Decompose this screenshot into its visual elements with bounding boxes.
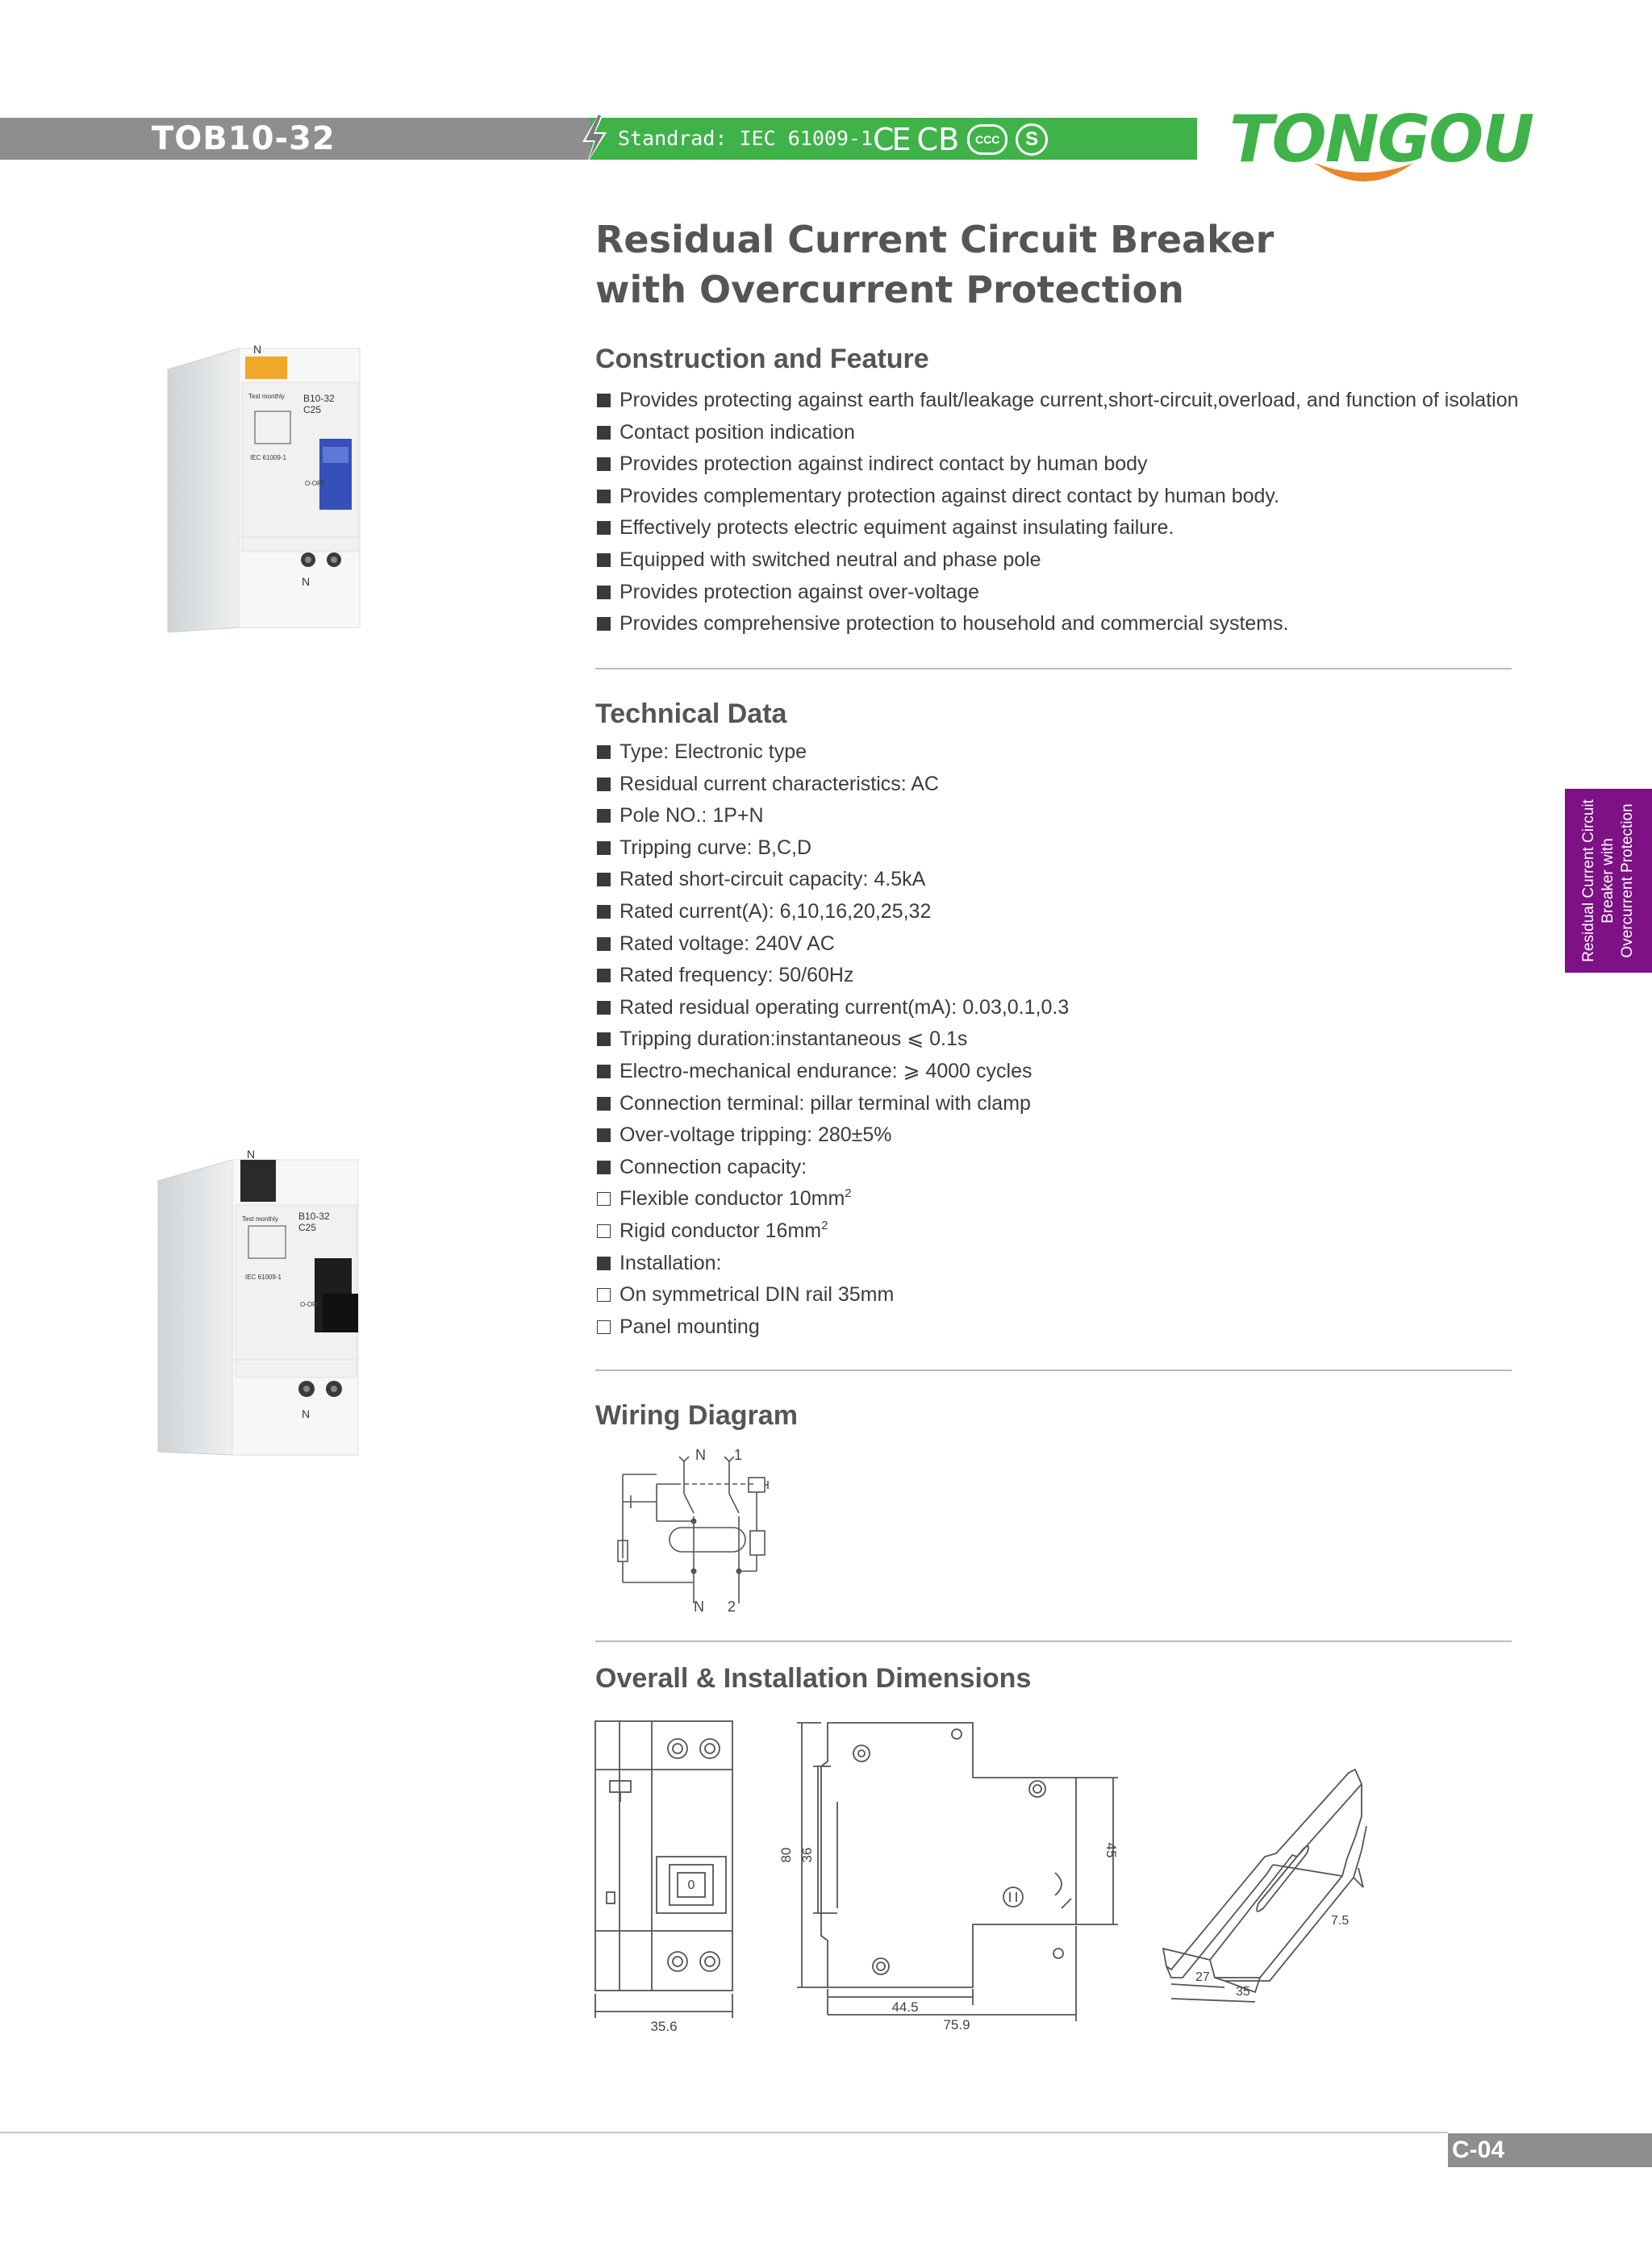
list-item: Type: Electronic type [597, 736, 1069, 769]
header-green-bar [590, 118, 1197, 160]
label-model: B10-32 [298, 1211, 330, 1222]
list-item: Tripping curve: B,C,D [597, 832, 1069, 865]
wire-label-n-bottom: N [694, 1599, 704, 1615]
construction-heading: Construction and Feature [595, 344, 929, 374]
list-item: Provides complementary protection agains… [597, 481, 1519, 513]
list-item: Connection terminal: pillar terminal wit… [597, 1088, 1069, 1120]
dim-45: 45 [1103, 1843, 1119, 1858]
list-item: Equipped with switched neutral and phase… [597, 544, 1519, 577]
list-item: Rated short-circuit capacity: 4.5kA [597, 864, 1069, 896]
list-item: Residual current characteristics: AC [597, 769, 1069, 801]
list-item: Electro-mechanical endurance: ⩾ 4000 cyc… [597, 1056, 1069, 1088]
page-tag [1448, 2133, 1652, 2167]
s-mark-icon: S [1016, 123, 1049, 156]
dim-36: 36 [799, 1848, 815, 1863]
dim-35: 35 [1236, 1985, 1250, 1999]
list-item: Connection capacity: [597, 1152, 1069, 1184]
list-item: Installation: [597, 1248, 1069, 1280]
side-view-drawing: 80 36 45 44.5 75.9 [778, 1722, 1119, 2032]
side-tab-text: Residual Current Circuit Breaker with Ov… [1580, 799, 1636, 962]
dimensions-heading: Overall & Installation Dimensions [595, 1663, 1032, 1694]
label-n-top: N [253, 343, 261, 356]
ce-mark-icon: CE [873, 122, 912, 157]
list-item: Pole NO.: 1P+N [597, 800, 1069, 832]
list-item: Over-voltage tripping: 280±5% [597, 1119, 1069, 1152]
list-item: Rated residual operating current(mA): 0.… [597, 992, 1069, 1024]
wire-label-n: N [695, 1447, 706, 1463]
list-item: Provides protection against over-voltage [597, 577, 1519, 609]
list-item: Rigid conductor 16mm2 [597, 1215, 1069, 1248]
label-model: B10-32 [303, 393, 335, 404]
list-item: Rated frequency: 50/60Hz [597, 960, 1069, 992]
construction-list: Provides protecting against earth fault/… [597, 385, 1519, 640]
label-n-top: N [247, 1149, 255, 1161]
dim-75-9: 75.9 [943, 2017, 970, 2032]
label-n-bottom: N [302, 575, 310, 588]
list-item: Rated current(A): 6,10,16,20,25,32 [597, 896, 1069, 928]
dim-35-6: 35.6 [650, 2019, 677, 2034]
wire-label-2: 2 [728, 1599, 736, 1615]
footer-line [0, 2132, 1448, 2133]
label-off: O-OFF [305, 480, 325, 487]
list-item: Effectively protects electric equiment a… [597, 512, 1519, 544]
divider [595, 1641, 1512, 1642]
wiring-diagram: N 1 N 2 [617, 1447, 769, 1615]
dim-27: 27 [1195, 1970, 1210, 1984]
list-item: Rated voltage: 240V AC [597, 928, 1069, 961]
label-std: IEC 61009-1 [250, 454, 286, 461]
ccc-mark-icon: CCC [967, 124, 1008, 155]
product-image-black-handle: N B10-32 C25 Test monthly IEC 61009-1 O-… [157, 1149, 359, 1456]
dim-7-5: 7.5 [1331, 1914, 1349, 1928]
dim-44-5: 44.5 [891, 1999, 918, 2015]
technical-heading: Technical Data [595, 698, 787, 729]
wire-label-1: 1 [734, 1447, 742, 1463]
page-title: Residual Current Circuit Breaker with Ov… [595, 218, 1274, 311]
switch-label: 0 [688, 1878, 695, 1892]
list-item: On symmetrical DIN rail 35mm [597, 1279, 1069, 1311]
label-std: IEC 61009-1 [245, 1274, 282, 1281]
standard-label: Standrad: IEC 61009-1 [618, 127, 874, 150]
page-number: C-04 [1452, 2137, 1505, 2163]
label-off: O-OFF [300, 1301, 320, 1308]
list-item: Provides protecting against earth fault/… [597, 385, 1519, 417]
divider [595, 668, 1512, 669]
technical-list: Type: Electronic type Residual current c… [597, 736, 1069, 1343]
list-item: Panel mounting [597, 1311, 1069, 1344]
cb-mark-icon: CB [916, 122, 960, 157]
certification-marks: CE CB CCC S [873, 121, 1049, 158]
front-view-drawing: 0 35.6 [594, 1720, 733, 2034]
list-item: Contact position indication [597, 417, 1519, 449]
label-rating: C25 [303, 404, 321, 415]
product-image-blue-handle: N B10-32 C25 Test monthly IEC 61009-1 O-… [167, 343, 361, 633]
dim-80: 80 [778, 1848, 794, 1863]
wiring-heading: Wiring Diagram [595, 1400, 798, 1431]
logo-smile-icon [1315, 163, 1413, 181]
din-rail-drawing: 7.5 27 35 [1162, 1768, 1367, 2003]
label-n-bottom: N [302, 1407, 310, 1420]
model-number: TOB10-32 [152, 120, 336, 157]
lightning-bolt-icon [582, 115, 607, 163]
list-item: Flexible conductor 10mm2 [597, 1183, 1069, 1215]
brand-logo: TONGOU [1229, 102, 1534, 177]
list-item: Provides comprehensive protection to hou… [597, 608, 1519, 640]
divider [595, 1370, 1512, 1371]
label-rating: C25 [298, 1222, 316, 1233]
list-item: Provides protection against indirect con… [597, 448, 1519, 481]
list-item: Tripping duration:instantaneous ⩽ 0.1s [597, 1024, 1069, 1056]
header-grey-bar [0, 118, 590, 160]
label-test: Test monthly [248, 393, 285, 400]
label-test: Test monthly [242, 1215, 278, 1223]
side-section-tab [1565, 789, 1652, 973]
